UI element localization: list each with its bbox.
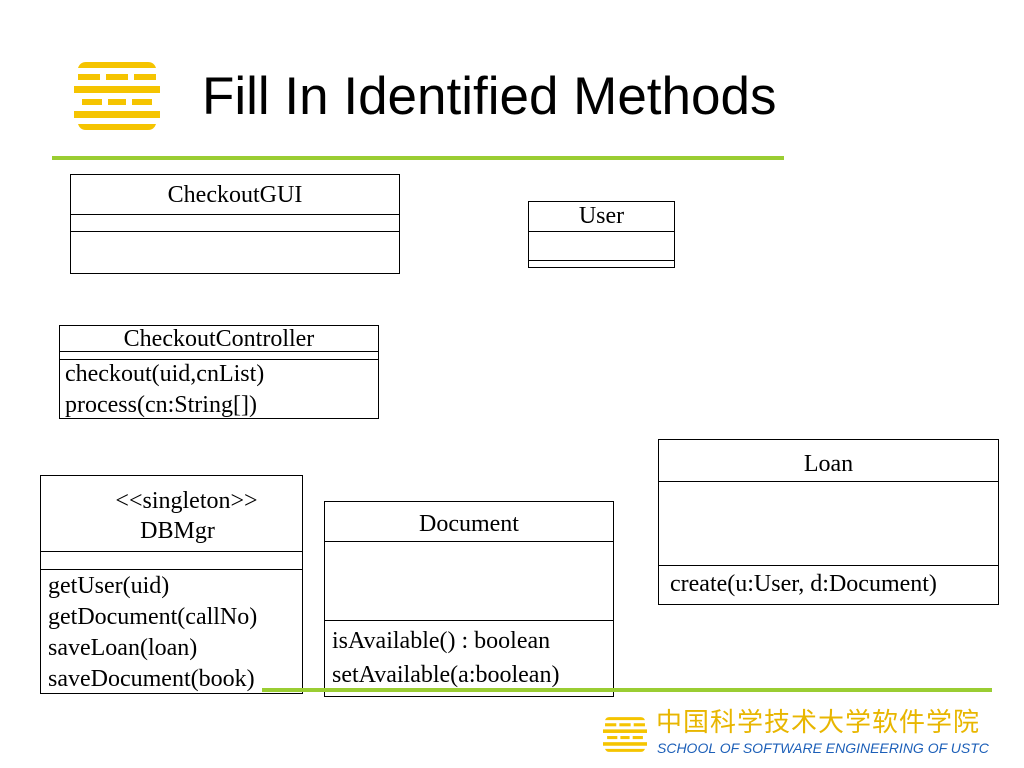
class-db-mgr: <<singleton>> DBMgr getUser(uid) getDocu… [40, 475, 303, 694]
class-name: Loan [803, 451, 854, 477]
operations-divider [71, 231, 399, 232]
class-loan: Loan create(u:User, d:Document) [658, 439, 999, 605]
operation: saveDocument(book) [48, 666, 255, 692]
class-name: Document [419, 511, 519, 537]
class-checkout-gui: CheckoutGUI [70, 174, 400, 274]
attributes-divider [41, 551, 302, 552]
operations-list: isAvailable() : boolean setAvailable(a:b… [332, 626, 559, 691]
operation: getDocument(callNo) [48, 604, 258, 630]
class-name: User [578, 203, 625, 229]
operations-list: create(u:User, d:Document) [670, 569, 937, 600]
class-stereotype: <<singleton>> [115, 488, 258, 514]
operations-divider [529, 260, 674, 261]
bottom-divider [262, 688, 992, 692]
attributes-divider [659, 481, 998, 482]
ustc-logo-icon [74, 62, 160, 130]
ustc-logo-icon [603, 717, 647, 752]
attributes-divider [325, 541, 613, 542]
slide-title: Fill In Identified Methods [202, 67, 777, 126]
school-name-en: SCHOOL OF SOFTWARE ENGINEERING OF USTC [657, 740, 989, 756]
top-divider [52, 156, 784, 160]
operation: isAvailable() : boolean [332, 628, 551, 654]
school-name-cn: 中国科学技术大学软件学院 [656, 708, 981, 738]
operation: saveLoan(loan) [48, 635, 198, 661]
class-name: DBMgr [140, 518, 215, 544]
class-name: CheckoutController [123, 326, 315, 352]
attributes-divider [529, 231, 674, 232]
operations-list: getUser(uid) getDocument(callNo) saveLoa… [48, 571, 257, 695]
class-name: CheckoutGUI [167, 182, 303, 208]
operation: getUser(uid) [48, 573, 170, 599]
class-document: Document isAvailable() : boolean setAvai… [324, 501, 614, 697]
attributes-divider [71, 214, 399, 215]
operations-divider [659, 565, 998, 566]
operation: process(cn:String[]) [65, 392, 257, 418]
operations-divider [60, 359, 378, 360]
attributes-divider [60, 351, 378, 352]
class-user: User [528, 201, 675, 268]
operation: setAvailable(a:boolean) [332, 662, 560, 688]
operation: create(u:User, d:Document) [670, 571, 937, 597]
operation: checkout(uid,cnList) [65, 361, 265, 387]
operations-list: checkout(uid,cnList) process(cn:String[]… [65, 359, 264, 421]
class-checkout-controller: CheckoutController checkout(uid,cnList) … [59, 325, 379, 419]
operations-divider [325, 620, 613, 621]
operations-divider [41, 569, 302, 570]
